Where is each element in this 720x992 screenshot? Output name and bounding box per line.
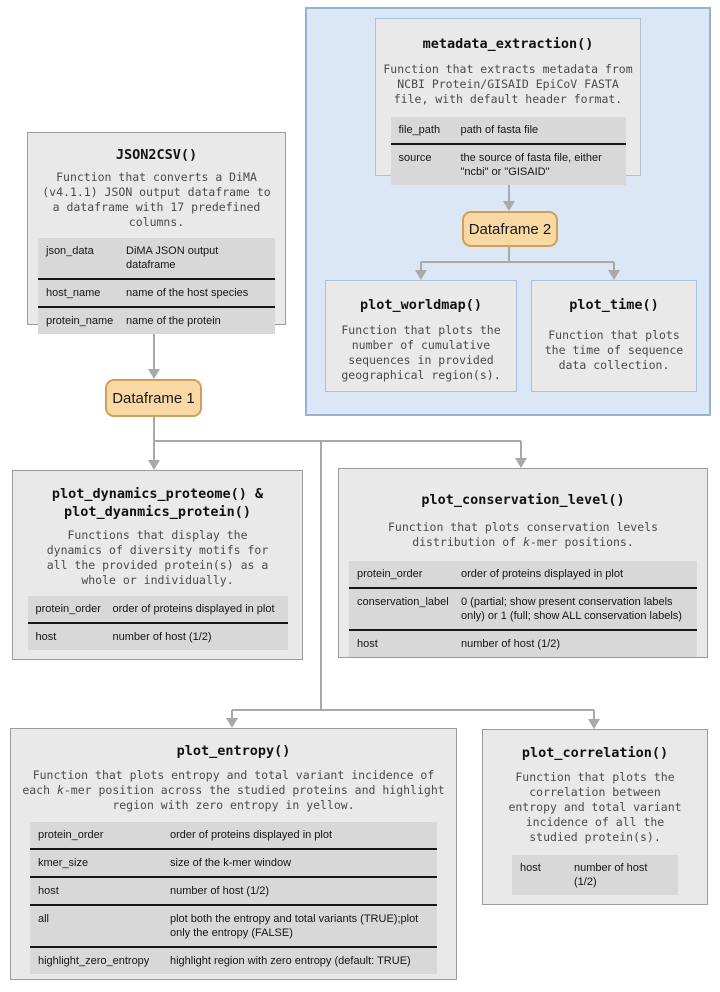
description-segment: Function that plots entropy and total va… [22,768,435,797]
param-desc: DiMA JSON output dataframe [126,245,219,271]
param-row: protein_order order of proteins displayed… [30,822,437,848]
param-desc: plot both the entropy and total variants… [170,913,419,939]
param-name: kmer_size [38,857,89,869]
param-desc: number of host (1/2) [112,631,212,643]
param-desc: order of proteins displayed in plot [461,568,624,580]
param-name: protein_order [35,603,101,615]
dataframe-1-chip: Dataframe 1 [105,379,202,417]
param-desc: path of fasta file [460,124,539,136]
node-title: plot_dynamics_proteome() & plot_dyanmics… [51,486,264,520]
dataframe-2-chip: Dataframe 2 [462,211,558,247]
param-row: kmer_size size of the k-mer window [30,848,437,876]
description-segment: k [56,783,64,797]
node-description: Functions that display the dynamics of d… [46,528,269,587]
param-table: protein_order order of proteins displayed… [349,561,697,657]
node-description: Function that converts a DiMA (v4.1.1) J… [42,170,271,229]
param-desc: order of proteins displayed in plot [112,603,275,615]
node-title: plot_correlation() [521,745,669,761]
description-segment: -mer positions. [529,535,634,549]
node-description: Function that plots the time of sequence… [544,328,684,372]
param-name: file_path [398,124,441,136]
node-title: plot_time() [569,297,659,313]
node-plot-correlation: plot_correlation() Function that plots t… [482,729,708,905]
param-row: host number of host (1/2) [512,855,678,895]
param-desc: the source of fasta file, either "ncbi" … [460,152,602,178]
node-description: Function that plots entropy and total va… [19,768,449,813]
node-description: Function that plots conservation levels … [378,520,668,550]
param-table: host number of host (1/2) [512,855,678,895]
param-row: all plot both the entropy and total varia… [30,904,437,946]
param-desc: 0 (partial; show present conservation la… [461,596,682,622]
param-row: host number of host (1/2) [27,622,288,650]
node-description: Function that extracts metadata from NCB… [383,62,633,106]
param-name: all [38,913,50,925]
param-row: protein_order order of proteins displayed… [349,561,697,587]
param-row: highlight_zero_entropy highlight region w… [30,946,437,974]
param-name: host [35,631,57,643]
node-title: plot_worldmap() [360,297,482,313]
param-desc: name of the host species [126,287,249,299]
node-plot-conservation-level: plot_conservation_level() Function that … [338,468,708,658]
param-table: protein_order order of proteins displayed… [30,822,437,974]
node-description: Function that plots the number of cumula… [341,323,501,382]
node-title: plot_conservation_level() [421,492,625,508]
param-row: protein_order order of proteins displayed… [27,596,288,622]
param-row: conservation_label 0 (partial; show prese… [349,587,697,629]
description-segment: -mer position across the studied protein… [63,783,445,812]
param-name: host_name [46,287,101,299]
param-name: source [398,152,432,164]
node-metadata-extraction: metadata_extraction() Function that extr… [375,18,641,185]
param-table: file_path path of fasta file source the sou… [390,117,626,185]
param-row: host number of host (1/2) [30,876,437,904]
node-description: Function that plots the correlation betw… [508,770,682,844]
param-desc: highlight region with zero entropy (defa… [170,955,411,967]
param-desc: number of host (1/2) [170,885,270,897]
node-json2csv: JSON2CSV() Function that converts a DiMA… [27,132,286,334]
param-table: json_data DiMA JSON output dataframe host_… [38,238,275,334]
param-desc: size of the k-mer window [170,857,292,869]
node-plot-time: plot_time() Function that plots the time… [531,280,697,392]
param-name: protein_name [46,315,114,327]
node-title: plot_entropy() [176,743,291,759]
param-name: conservation_label [357,596,449,608]
param-row: json_data DiMA JSON output dataframe [38,238,275,278]
node-title: JSON2CSV() [115,147,198,163]
param-name: host [38,885,59,897]
param-desc: name of the protein [126,315,221,327]
param-row: protein_name name of the protein [38,306,275,334]
param-desc: number of host (1/2) [574,862,648,888]
param-name: host [520,862,541,874]
param-name: json_data [46,245,94,257]
param-row: host_name name of the host species [38,278,275,306]
param-name: highlight_zero_entropy [38,955,150,967]
param-row: source the source of fasta file, either "… [390,143,626,185]
node-plot-entropy: plot_entropy() Function that plots entro… [10,728,457,980]
node-title: metadata_extraction() [422,36,594,52]
param-row: file_path path of fasta file [390,117,626,143]
param-row: host number of host (1/2) [349,629,697,657]
param-desc: order of proteins displayed in plot [170,829,333,841]
node-plot-dynamics: plot_dynamics_proteome() & plot_dyanmics… [12,470,303,660]
param-name: host [357,638,378,650]
param-name: protein_order [38,829,104,841]
description-segment: k [522,535,530,549]
param-desc: number of host (1/2) [461,638,561,650]
param-name: protein_order [357,568,423,580]
node-plot-worldmap: plot_worldmap() Function that plots the … [325,280,517,392]
param-table: protein_order order of proteins displayed… [27,596,288,650]
